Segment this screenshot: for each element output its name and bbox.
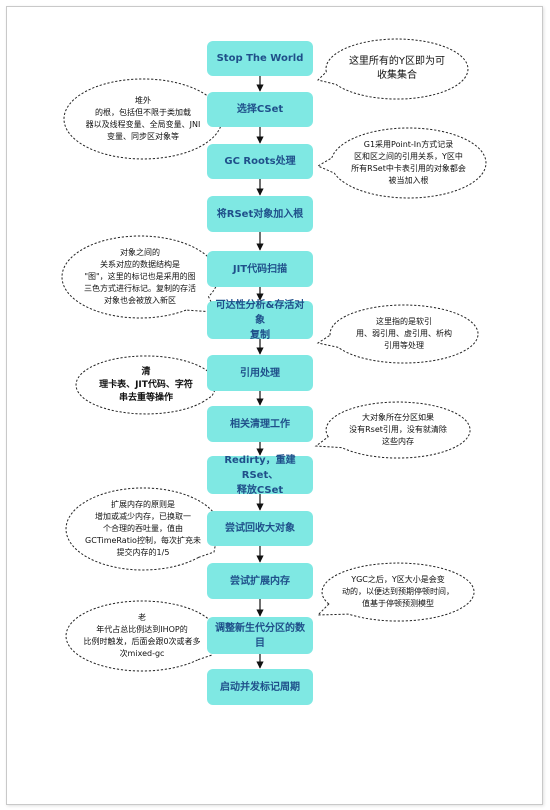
step-rset-roots: 将RSet对象加入根 — [207, 196, 313, 232]
step-resize-young: 调整新生代分区的数目 — [207, 617, 313, 654]
step-start-concurrent-mark: 启动并发标记周期 — [207, 669, 313, 705]
step-select-cset: 选择CSet — [207, 92, 313, 127]
step-reachability-copy: 可达性分析&存活对象 复制 — [207, 300, 313, 341]
callout-bubble — [65, 487, 221, 571]
callout-bubble — [314, 401, 471, 459]
callout-bubble — [75, 355, 217, 415]
step-reclaim-humongous: 尝试回收大对象 — [207, 511, 313, 546]
note-reference-types: 这里指的是软引 用、弱引用、虚引用、析构 引用等处理 — [356, 317, 452, 350]
step-jit-scan: JIT代码扫描 — [207, 251, 313, 287]
note-humongous-regions: 大对象所在分区如果 没有Rset引用，没有就清除 这些内存 — [349, 413, 447, 446]
note-stop-the-world: 这里所有的Y区即为可 收集集合 — [348, 56, 446, 81]
callout-bubble — [316, 562, 475, 622]
note-external-roots: 堆外 的根，包括但不限于类加载 器以及线程变量、全局变量、JNI 变量、同步区对… — [85, 96, 201, 141]
step-reference-processing: 引用处理 — [207, 355, 313, 391]
callout-bubble — [61, 235, 219, 319]
step-expand-heap: 尝试扩展内存 — [207, 563, 313, 599]
note-expand-policy: 扩展内存的原则是 增加或减少内存，已换取一 个合理的吞吐量，值由 GCTimeR… — [85, 500, 201, 557]
note-tricolor-marking: 对象之间的 关系对应的数据结构是 "图"，这里的标记也是采用的图 三色方式进行标… — [84, 248, 196, 305]
note-young-resize: YGC之后，Y区大小是会变 动的，以便达到预期停顿时间， 值基于停顿预测模型 — [342, 575, 454, 608]
note-ihop-trigger: 老 年代占总比例达到IHOP的 比例时触发，后面会跟0次或者多 次mixed-g… — [83, 613, 201, 658]
callout-bubble — [316, 304, 479, 364]
callout-bubble — [317, 38, 469, 100]
step-redirty-rebuild-rset: Redirty，重建RSet、 释放CSet — [207, 455, 313, 496]
callout-bubble — [63, 78, 222, 160]
callout-bubble — [316, 127, 487, 199]
note-g1-point-in: G1采用Point-In方式记录 区和区之间的引用关系，Y区中 所有RSet中卡… — [351, 140, 466, 185]
step-cleanup: 相关清理工作 — [207, 406, 313, 442]
note-cleanup-details: 清 理卡表、JIT代码、字符 串去重等操作 — [99, 366, 193, 403]
step-gc-roots: GC Roots处理 — [207, 144, 313, 179]
step-stop-the-world: Stop The World — [207, 41, 313, 76]
